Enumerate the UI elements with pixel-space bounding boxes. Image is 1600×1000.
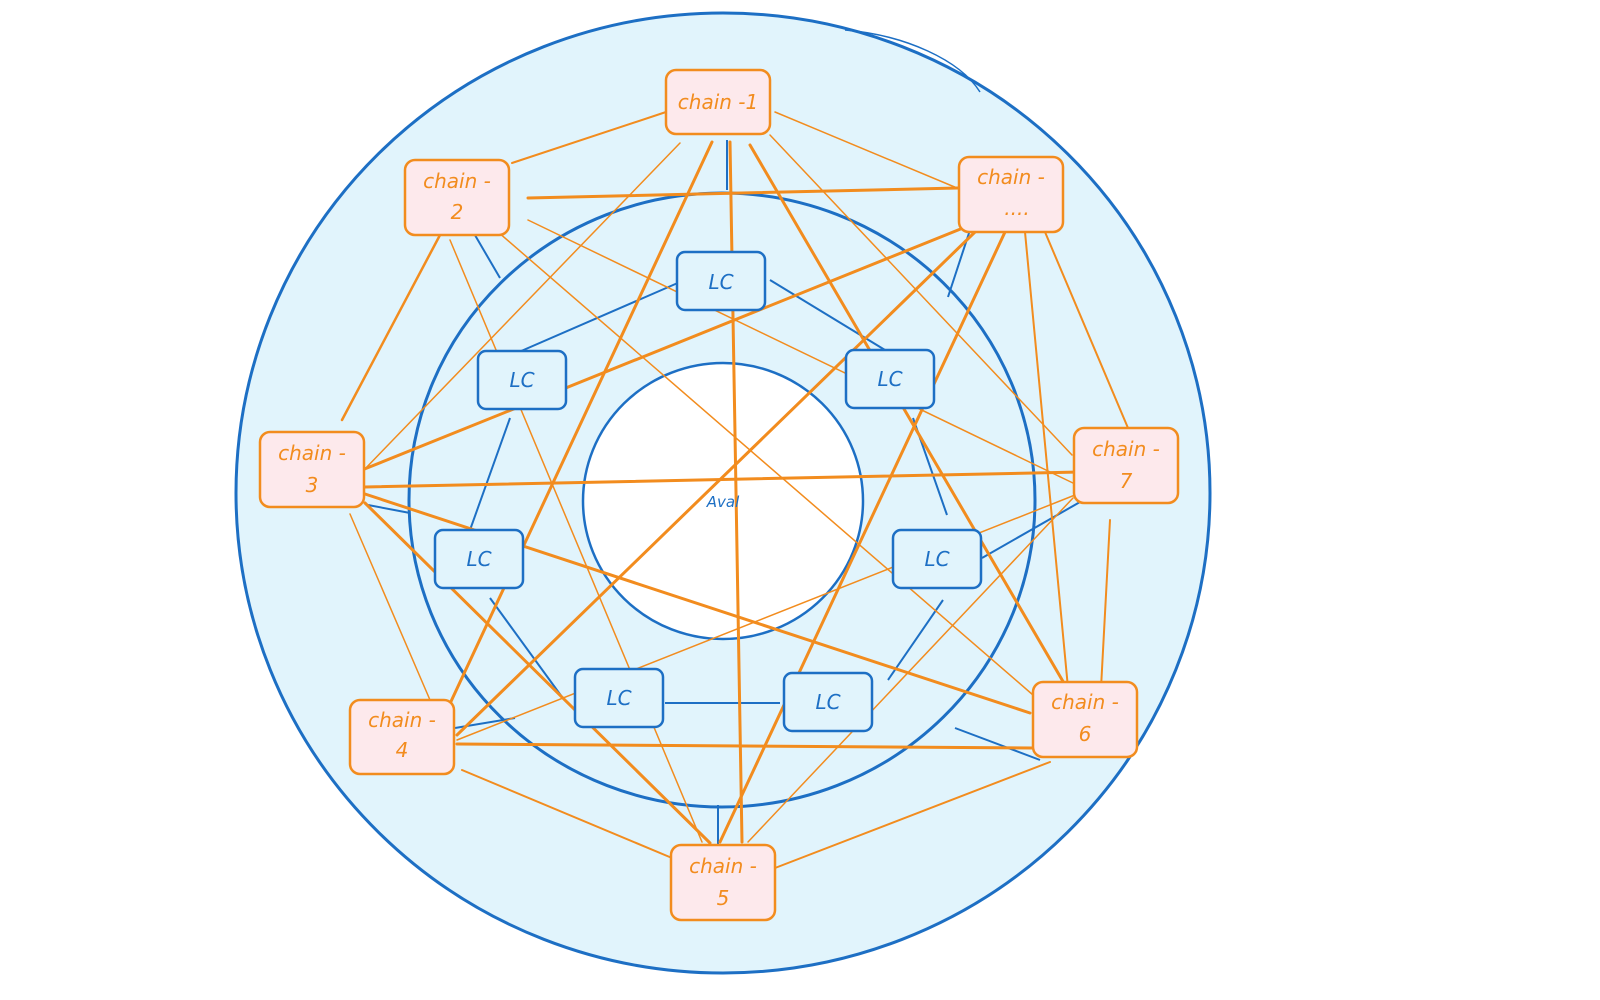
chain-box-2: chain - 2 xyxy=(403,158,511,237)
outer-ring-sketch-stroke xyxy=(844,29,981,93)
lc-label: LC xyxy=(815,690,840,714)
light-clients: LC LC LC LC LC LC LC xyxy=(433,250,983,733)
chain-label-line2: 4 xyxy=(396,738,409,762)
lc-label: LC xyxy=(924,547,949,571)
chain-label-line1: chain - xyxy=(368,708,436,732)
center-label: Aval xyxy=(706,493,740,511)
chain-label-line2: 3 xyxy=(306,473,319,497)
lc-box-bottom-right: LC xyxy=(782,671,874,733)
chain-box-3: chain - 3 xyxy=(258,430,366,509)
lc-label: LC xyxy=(606,686,631,710)
lc-box-bottom-left: LC xyxy=(573,667,665,729)
chain-label-line1: chain - xyxy=(423,169,491,193)
chain-label-line1: chain - xyxy=(1092,437,1160,461)
lc-label: LC xyxy=(708,270,733,294)
chain-label-line1: chain - xyxy=(977,165,1045,189)
lc-box-top: LC xyxy=(675,250,767,312)
lc-box-lower-left: LC xyxy=(433,528,525,590)
chain-box-6: chain - 6 xyxy=(1031,680,1139,759)
chain-box-5: chain - 5 xyxy=(669,843,777,922)
chain-label-line2: 5 xyxy=(717,886,730,910)
lc-label: LC xyxy=(877,367,902,391)
chain-label-line2: 2 xyxy=(451,200,464,224)
chain-label-line2: .... xyxy=(1004,196,1029,220)
chain-label-line2: 6 xyxy=(1079,722,1092,746)
inner-circle xyxy=(581,361,865,641)
chain-label-line1: chain - xyxy=(689,854,757,878)
chains: chain -1 chain - 2 chain - .... chain - … xyxy=(258,68,1180,922)
chain-label-line1: chain - xyxy=(1051,690,1119,714)
chain-label-line2: 7 xyxy=(1120,469,1133,493)
chain-label-line1: chain - xyxy=(278,441,346,465)
chain-label-line1: chain -1 xyxy=(678,90,758,114)
chain-box-4: chain - 4 xyxy=(348,698,456,776)
lc-box-lower-right: LC xyxy=(891,528,983,590)
lc-label: LC xyxy=(509,368,534,392)
chain-box-1: chain -1 xyxy=(664,68,772,136)
chain-box-7: chain - 7 xyxy=(1072,426,1180,505)
lc-box-upper-right: LC xyxy=(844,348,936,410)
lc-box-upper-left: LC xyxy=(476,349,568,411)
chain-box-n: chain - .... xyxy=(957,155,1065,234)
lc-label: LC xyxy=(466,547,491,571)
